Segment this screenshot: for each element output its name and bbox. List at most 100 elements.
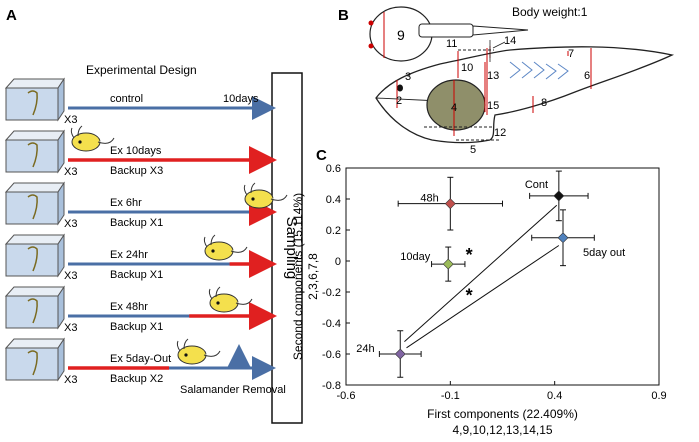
- tank-front: [5, 243, 59, 277]
- y-tick-label: -0.6: [322, 349, 341, 361]
- plot-frame: [345, 167, 660, 386]
- measure-label-15: 15: [487, 100, 499, 112]
- multiplier-label: X3: [64, 166, 77, 178]
- tadpole-icon: [27, 142, 38, 168]
- tadpole-diagram: [368, 6, 675, 144]
- y-tick-label: 0.6: [326, 163, 341, 175]
- salamander-tail: [270, 194, 288, 201]
- measure-label-12: 12: [494, 127, 506, 139]
- salamander-body: [209, 293, 239, 313]
- measure-label-11: 11: [446, 38, 457, 50]
- salamander-body: [244, 189, 274, 209]
- salamander-gills: [243, 182, 256, 196]
- y-axis-label: Second components (15.114%): [291, 193, 305, 360]
- tadpole-icon: [27, 90, 38, 116]
- measure-label-7: 7: [568, 48, 574, 60]
- removal-label: Salamander Removal: [180, 384, 286, 396]
- measure-label-2: 2: [396, 95, 402, 107]
- x-tick-label: -0.6: [337, 390, 356, 402]
- x-axis-label: First components (22.409%): [427, 407, 578, 421]
- multiplier-label: X3: [64, 270, 77, 282]
- panel-label-b: B: [338, 7, 349, 24]
- tadpole-icon: [27, 194, 38, 220]
- measure-label-4: 4: [451, 102, 457, 114]
- tadpole-icon: [27, 298, 38, 324]
- backup-label: Backup X2: [110, 373, 163, 385]
- tadpole-body: [375, 46, 675, 144]
- y-tick-label: -0.4: [322, 318, 341, 330]
- tadpole-icon: [27, 350, 38, 376]
- data-point-group: 48h: [397, 176, 503, 231]
- tank-front: [5, 139, 59, 173]
- measure-label-9: 9: [397, 27, 405, 43]
- multiplier-label: X3: [64, 374, 77, 386]
- y-tick-label: -0.8: [322, 380, 341, 392]
- row-label: Ex 5day-Out: [110, 353, 171, 365]
- y-tick-label: 0.4: [326, 194, 341, 206]
- tank-side: [57, 181, 65, 226]
- y-tick-label: -0.2: [322, 287, 341, 299]
- salamander-gills: [176, 338, 189, 352]
- data-point-group: Cont: [525, 170, 589, 222]
- x-tick-label: 0.9: [651, 390, 666, 402]
- tank-front: [5, 295, 59, 329]
- tank-front: [5, 87, 59, 121]
- row-label: Ex 48hr: [110, 301, 148, 313]
- salamander-tail: [203, 350, 221, 357]
- salamander-tail: [230, 246, 248, 253]
- tank-top: [4, 286, 65, 297]
- x-tick-label: -0.1: [441, 390, 460, 402]
- tank-top: [4, 182, 65, 193]
- backup-label: Backup X3: [110, 165, 163, 177]
- row-label: control: [110, 93, 143, 105]
- salamander-body: [71, 132, 101, 152]
- tank-side: [57, 285, 65, 330]
- salamander-icon: [208, 286, 253, 313]
- trend-line: [404, 204, 558, 342]
- sampling-label: Sampling: [283, 217, 300, 280]
- body-weight-label: Body weight:1: [512, 5, 588, 19]
- row-label: Ex 24hr: [110, 249, 148, 261]
- tadpole-icon: [27, 246, 38, 272]
- multiplier-label: X3: [64, 218, 77, 230]
- data-point-group: 5day out: [531, 209, 625, 267]
- backup-label: Backup X1: [110, 269, 163, 281]
- salamander-gills: [70, 125, 83, 139]
- tank-top: [4, 338, 65, 349]
- tank-side: [57, 129, 65, 174]
- data-point-label: Cont: [525, 179, 548, 191]
- measure-label-13: 13: [487, 70, 499, 82]
- measure-label-8: 8: [541, 97, 547, 109]
- salamander-icon: [176, 338, 221, 365]
- measure-label-5: 5: [470, 144, 476, 156]
- x-tick-label: 0.4: [547, 390, 562, 402]
- data-point-group: 24h: [356, 330, 422, 378]
- tank-side: [57, 77, 65, 122]
- data-point-group: 10day: [400, 246, 466, 282]
- measure-label-3: 3: [405, 71, 411, 83]
- multiplier-label: X3: [64, 322, 77, 334]
- panel-label-c: C: [316, 147, 327, 164]
- x-axis-label-2: 4,9,10,12,13,14,15: [452, 423, 552, 437]
- tank-top: [4, 78, 65, 89]
- tank-top: [4, 130, 65, 141]
- sampling-box: [271, 72, 303, 424]
- y-axis-label-2: 2,3,6,7,8: [306, 253, 320, 300]
- salamander-eye: [251, 197, 255, 201]
- salamander-gills: [208, 286, 221, 300]
- salamander-icon: [70, 125, 115, 152]
- measure-label-14: 14: [504, 35, 516, 47]
- backup-label: Backup X1: [110, 217, 163, 229]
- data-point-label: 10day: [400, 251, 430, 263]
- data-point-marker: [444, 198, 456, 210]
- significance-star: *: [466, 285, 473, 305]
- multiplier-label: X3: [64, 114, 77, 126]
- data-point-marker: [553, 190, 565, 202]
